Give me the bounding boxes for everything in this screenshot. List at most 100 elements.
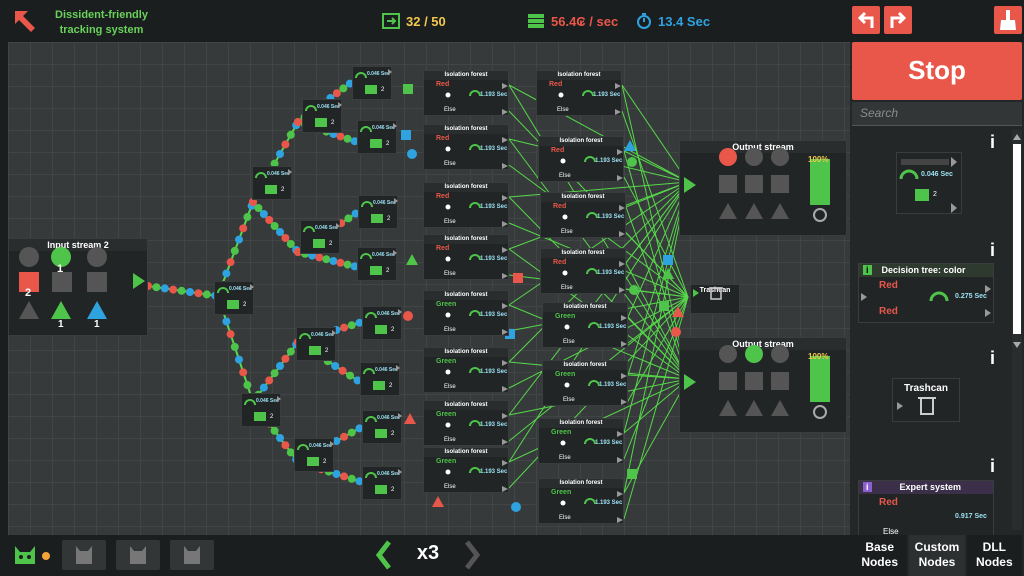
isolation-forest-node[interactable]: Isolation forest Red 1.193 Sec Else <box>540 248 626 294</box>
speed-up-icon[interactable] <box>463 540 481 570</box>
data-token <box>332 437 341 445</box>
forest-label: Red <box>436 245 450 252</box>
delay-node[interactable]: 0.046 Sec 2 <box>296 327 336 361</box>
scroll-thumb[interactable] <box>1013 144 1021 334</box>
data-token <box>281 140 290 149</box>
info-icon[interactable]: i <box>990 348 996 368</box>
palette-trashcan-node[interactable]: Trashcan <box>892 378 960 422</box>
forest-title: Isolation forest <box>559 138 603 144</box>
delay-node[interactable]: 0.046 Sec 2 <box>358 195 398 229</box>
info-icon[interactable]: i <box>990 456 996 476</box>
scroll-down-icon <box>1013 342 1021 348</box>
isolation-forest-node[interactable]: Isolation forest Green 1.193 Sec Else <box>423 400 509 446</box>
isolation-forest-node[interactable]: Isolation forest Red 1.193 Sec Else <box>536 70 622 116</box>
cat-icon[interactable] <box>10 542 40 570</box>
isolation-forest-node[interactable]: Isolation forest Red 1.193 Sec Else <box>423 70 509 116</box>
agent-slot-3[interactable] <box>170 540 214 570</box>
back-arrow-icon[interactable] <box>12 8 38 34</box>
data-token <box>344 214 353 223</box>
delay-node[interactable]: 0.046 Sec 2 <box>214 281 254 315</box>
delay-icon <box>360 123 397 148</box>
forest-time: 1.193 Sec <box>480 422 508 428</box>
data-token <box>276 150 284 158</box>
data-token <box>403 311 413 321</box>
delay-node[interactable]: 0.046 Sec 2 <box>252 166 292 200</box>
isolation-forest-node[interactable]: Isolation forest Green 1.193 Sec Else <box>423 347 509 393</box>
data-token <box>407 149 417 159</box>
isolation-forest-node[interactable]: Isolation forest Green 1.193 Sec Else <box>542 302 628 348</box>
output-stream-title: Output stream <box>680 338 846 350</box>
isolation-forest-node[interactable]: Isolation forest Green 1.193 Sec Else <box>538 418 624 464</box>
isolation-forest-node[interactable]: Isolation forest Red 1.193 Sec Else <box>540 192 626 238</box>
delay-node[interactable]: 0.046 Sec 2 <box>300 220 340 254</box>
decision-red-1: Red <box>879 280 898 291</box>
info-icon[interactable]: i <box>990 240 996 260</box>
agent-slot-1[interactable] <box>62 540 106 570</box>
forest-else: Else <box>559 515 571 521</box>
forest-title: Isolation forest <box>444 126 488 132</box>
output-percent: 100% <box>808 352 829 361</box>
delay-node[interactable]: 0.046 Sec 2 <box>302 99 342 133</box>
forest-else: Else <box>561 229 573 235</box>
stop-button[interactable]: Stop <box>852 42 1022 100</box>
data-token <box>406 254 418 265</box>
isolation-forest-node[interactable]: Isolation forest Green 1.193 Sec Else <box>542 360 628 406</box>
clear-board-button[interactable] <box>994 6 1022 34</box>
delay-icon <box>363 365 400 390</box>
delay-icon <box>365 469 402 494</box>
isolation-forest-node[interactable]: Isolation forest Green 1.193 Sec Else <box>423 290 509 336</box>
data-token <box>336 132 345 141</box>
data-token <box>222 269 231 278</box>
isolation-forest-node[interactable]: Isolation forest Red 1.193 Sec Else <box>423 182 509 228</box>
delay-node[interactable]: 0.046 Sec 2 <box>360 362 400 396</box>
input-stream-node[interactable]: Input stream 2 1 2 1 1 <box>8 238 148 336</box>
delay-icon <box>217 284 254 309</box>
cost-rate: 56.4₢ / sec <box>527 13 618 29</box>
delay-time: 0.046 Sec <box>309 443 332 449</box>
redo-button[interactable] <box>884 6 912 34</box>
palette-scrollbar[interactable] <box>1012 130 1022 530</box>
isolation-forest-node[interactable]: Isolation forest Green 1.193 Sec Else <box>538 478 624 524</box>
delay-node[interactable]: 0.046 Sec 2 <box>362 306 402 340</box>
info-icon[interactable]: i <box>990 132 996 152</box>
delay-node[interactable]: 0.046 Sec 2 <box>241 393 281 427</box>
delay-node[interactable]: 0.046 Sec 2 <box>294 438 334 472</box>
data-token <box>286 347 295 356</box>
data-token <box>432 496 444 507</box>
isolation-forest-node[interactable]: Isolation forest Red 1.193 Sec Else <box>538 136 624 182</box>
isolation-forest-node[interactable]: Isolation forest Red 1.193 Sec Else <box>423 124 509 170</box>
forest-title: Isolation forest <box>561 194 605 200</box>
output-stream-node-2[interactable]: Output stream 100% <box>679 337 847 433</box>
delay-time: 0.046 Sec <box>267 171 290 177</box>
server-stack-icon <box>528 14 544 28</box>
forest-label: Red <box>553 203 567 210</box>
forest-else: Else <box>559 173 571 179</box>
agent-slot-2[interactable] <box>116 540 160 570</box>
forest-time: 1.193 Sec <box>593 92 621 98</box>
isolation-forest-node[interactable]: Isolation forest Red 1.193 Sec Else <box>423 234 509 280</box>
delay-node[interactable]: 0.046 Sec 2 <box>362 410 402 444</box>
forest-ports <box>445 413 508 445</box>
data-token <box>276 362 284 370</box>
trashcan-node[interactable]: Trashcan <box>690 284 740 314</box>
game-board[interactable]: Input stream 2 1 2 1 1 Output stream 100… <box>8 42 850 535</box>
delay-node[interactable]: 0.046 Sec 2 <box>362 466 402 500</box>
output-shapes <box>684 148 830 222</box>
undo-button[interactable] <box>852 6 880 34</box>
delay-node[interactable]: 0.046 Sec 2 <box>352 66 392 100</box>
wire <box>623 378 689 434</box>
output-stream-node-1[interactable]: Output stream 100% <box>679 140 847 236</box>
delay-node[interactable]: 0.046 Sec 2 <box>357 120 397 154</box>
delay-time: 0.046 Sec <box>377 471 400 477</box>
isolation-forest-node[interactable]: Isolation forest Green 1.193 Sec Else <box>423 447 509 493</box>
delay-node[interactable]: 0.046 Sec 2 <box>357 247 397 281</box>
search-input[interactable]: Search <box>852 102 1022 126</box>
palette-delay-node[interactable]: 0.046 Sec 2 <box>896 152 962 214</box>
data-token <box>513 273 523 283</box>
speed-down-icon[interactable] <box>375 540 393 570</box>
